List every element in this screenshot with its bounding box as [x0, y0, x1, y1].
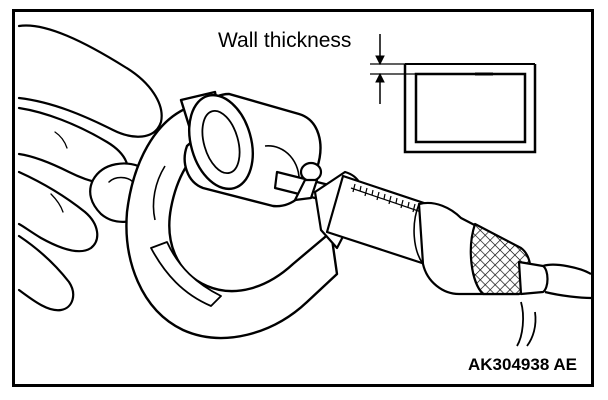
figure-frame: Wall thickness AK304938 AE [12, 9, 594, 387]
micrometer-measurement-illustration [17, 24, 591, 347]
hand-icon [17, 24, 163, 312]
figure-part-code: AK304938 AE [468, 355, 577, 374]
wall-thickness-label: Wall thickness [218, 29, 352, 52]
wall-section-icon [370, 34, 537, 154]
